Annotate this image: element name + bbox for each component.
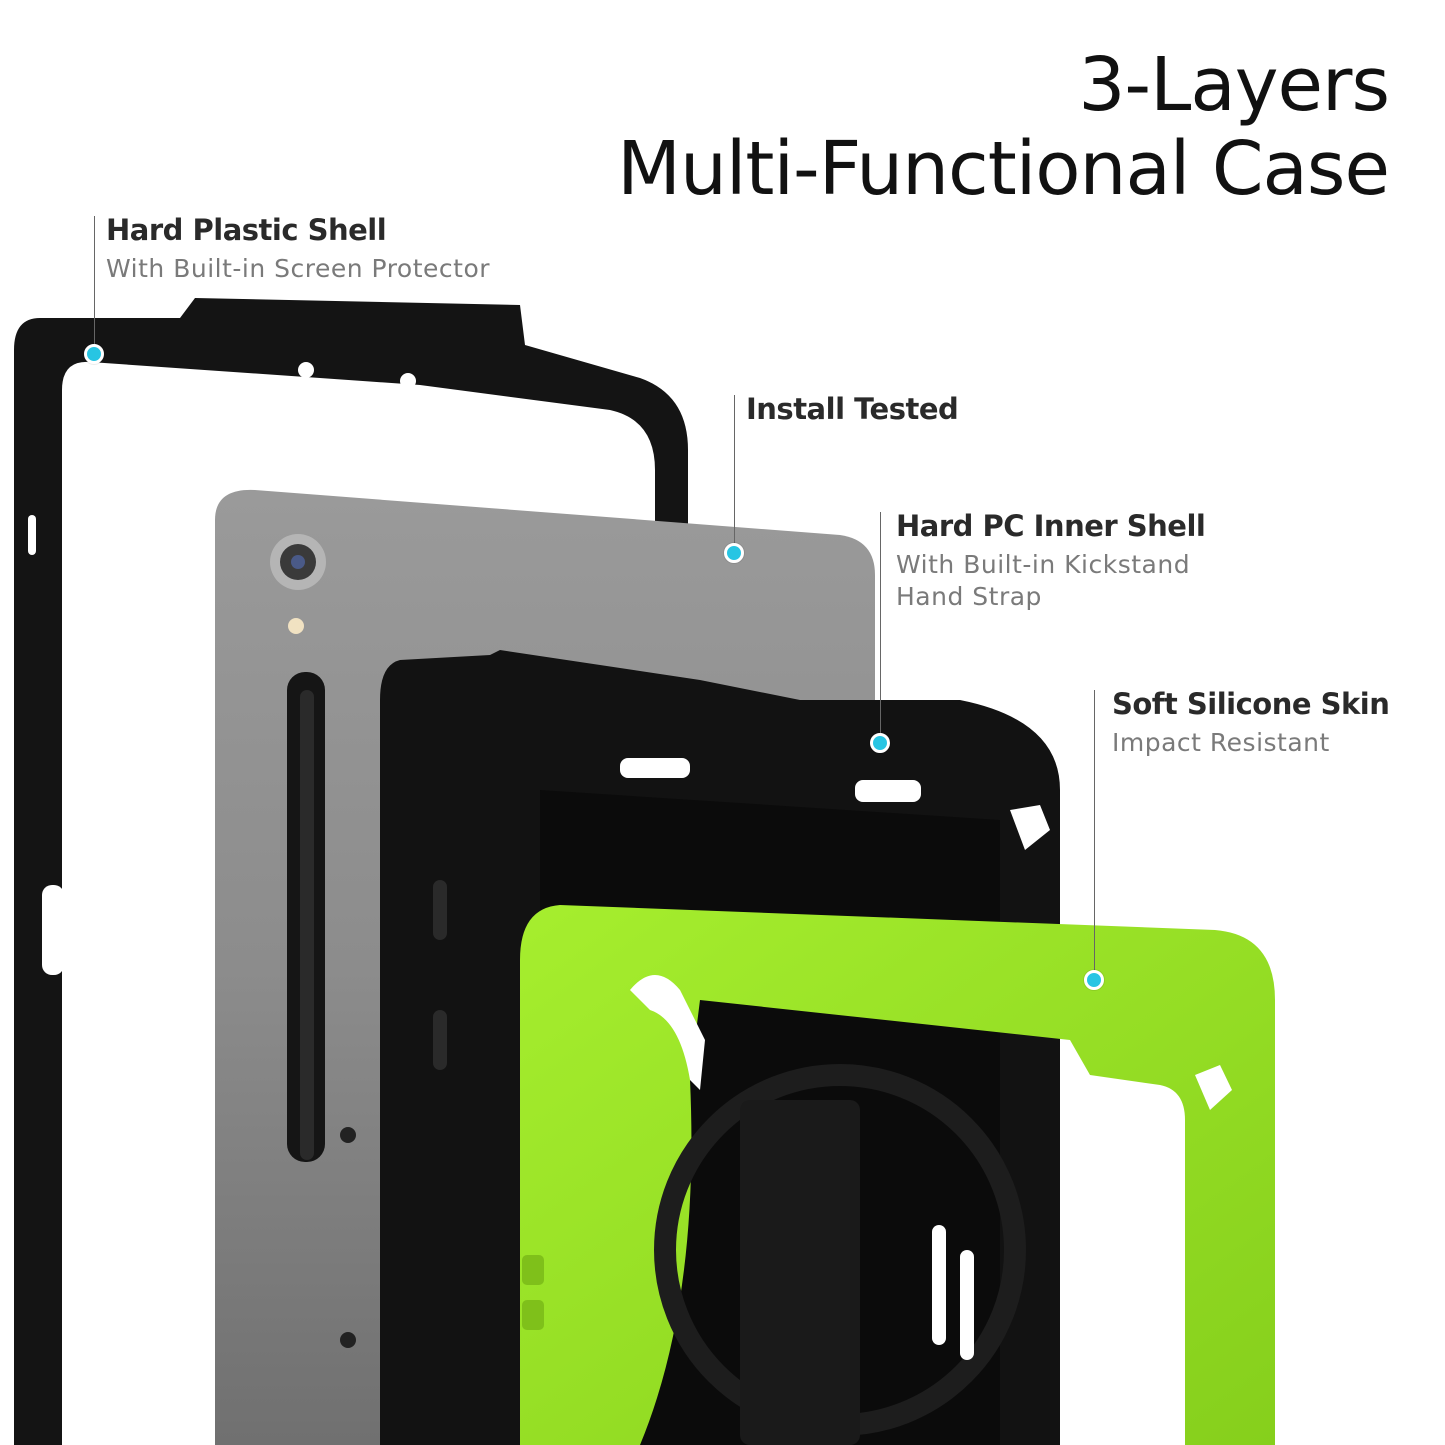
callout-hard-pc-inner-shell: Hard PC Inner Shell With Built-in Kickst… xyxy=(896,509,1206,613)
soft-silicone-skin xyxy=(520,905,1275,1445)
page-title-line-2: Multi-Functional Case xyxy=(617,126,1390,212)
marker-dot-icon xyxy=(724,543,744,563)
callout-title: Hard Plastic Shell xyxy=(106,213,387,247)
marker-dot-icon xyxy=(1084,970,1104,990)
marker-dot-icon xyxy=(84,344,104,364)
callout-title: Install Tested xyxy=(746,392,959,426)
callout-hard-plastic-shell: Hard Plastic Shell With Built-in Screen … xyxy=(106,216,490,285)
callout-subtitle: Hand Strap xyxy=(896,582,1042,611)
callout-leader-line xyxy=(734,395,735,553)
callout-soft-silicone-skin: Soft Silicone Skin Impact Resistant xyxy=(1112,687,1390,759)
callout-leader-line xyxy=(94,216,95,354)
hard-plastic-shell xyxy=(14,298,688,1445)
callout-subtitle: With Built-in Kickstand xyxy=(896,550,1191,579)
callout-install-tested: Install Tested xyxy=(746,392,959,426)
callout-title: Hard PC Inner Shell xyxy=(896,509,1206,543)
callout-subtitle: Impact Resistant xyxy=(1112,728,1330,757)
page-title-line-1: 3-Layers xyxy=(1078,42,1390,128)
marker-dot-icon xyxy=(870,733,890,753)
callout-subtitle: With Built-in Screen Protector xyxy=(106,254,491,283)
callout-title: Soft Silicone Skin xyxy=(1112,687,1390,721)
callout-leader-line xyxy=(1094,690,1095,980)
callout-leader-line xyxy=(880,512,881,743)
